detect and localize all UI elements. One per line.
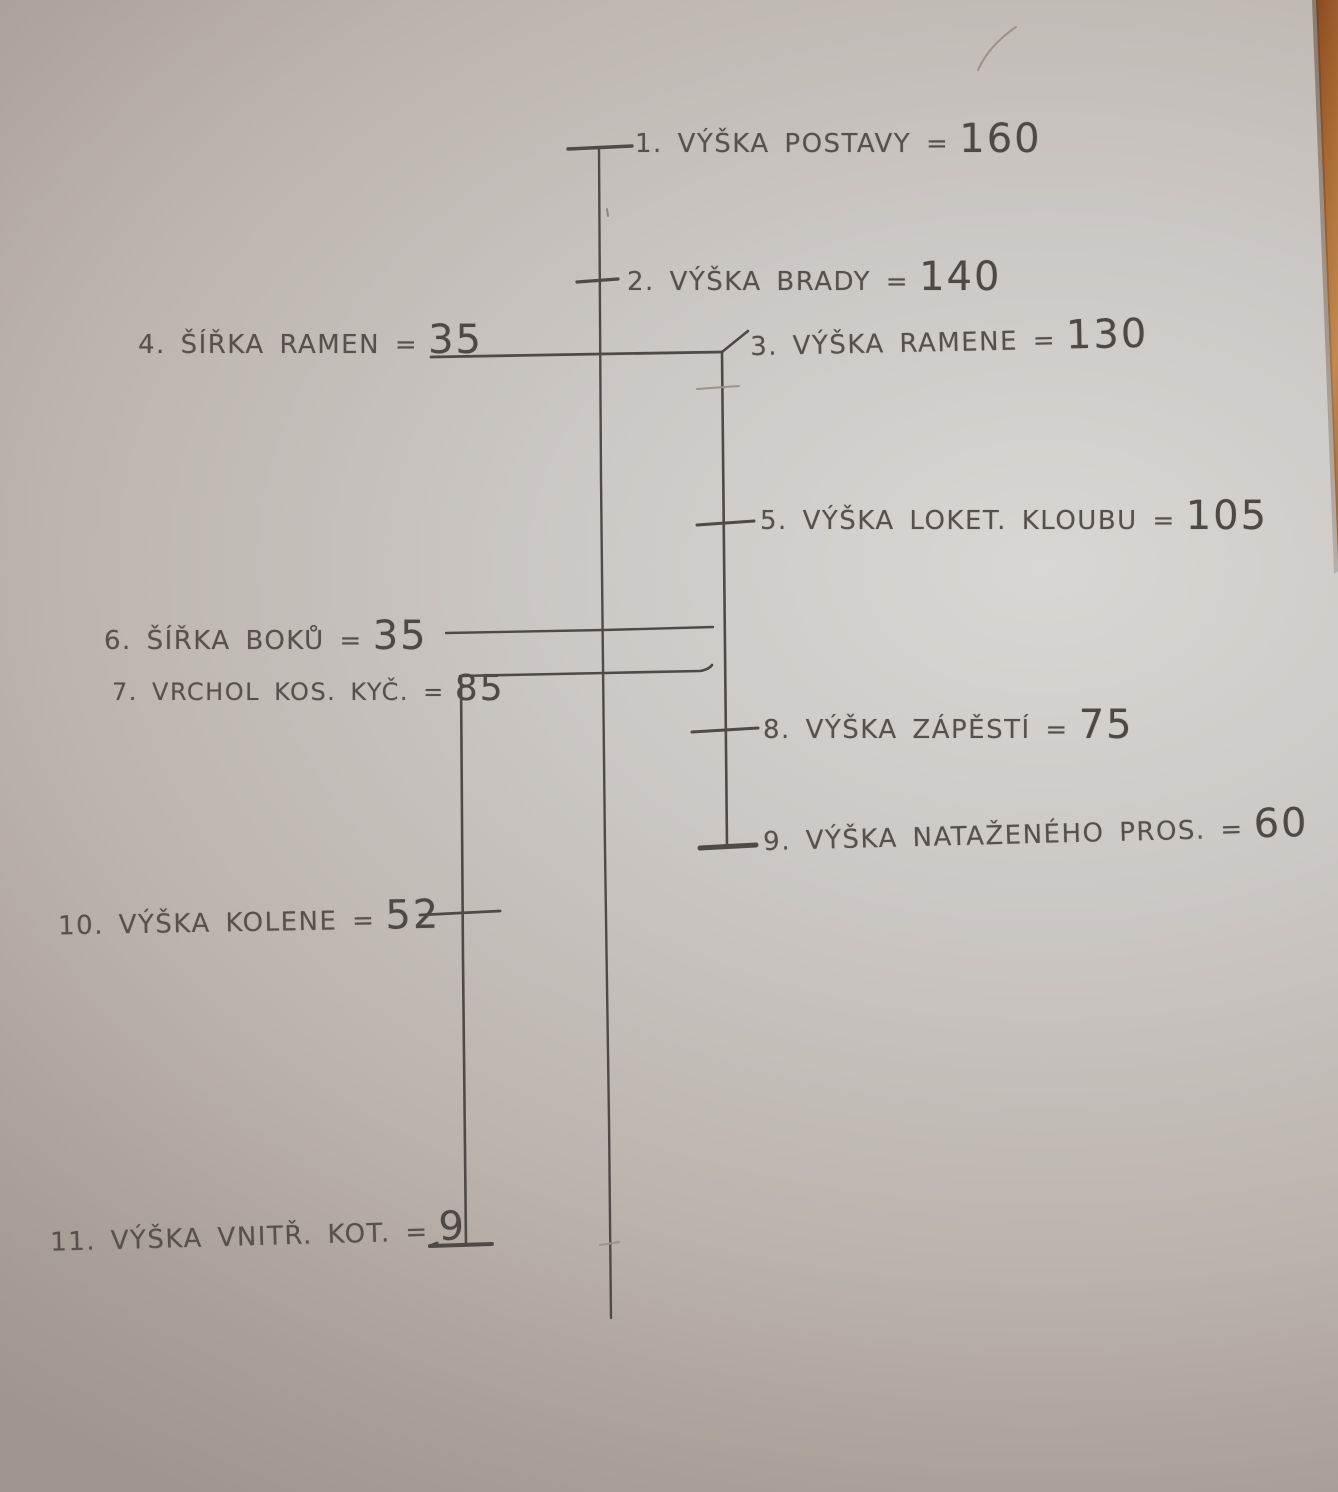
- axis-ankle-tick: [599, 1241, 620, 1246]
- measurement-7-text: 7. VRCHOL KOS. KYČ. =: [112, 678, 445, 706]
- measurement-1-value: 160: [959, 116, 1042, 162]
- measurement-6-value: 35: [372, 613, 428, 659]
- measurement-10-text: 10. VÝŠKA KOLENE =: [57, 905, 376, 942]
- leg-line: [459, 675, 468, 1247]
- measurement-1-text: 1. VÝŠKA POSTAVY =: [635, 129, 950, 159]
- elbow-height-tick: [695, 519, 756, 527]
- shoulder-label-leader: [720, 329, 750, 354]
- measurement-9-value: 60: [1253, 799, 1310, 848]
- measurement-2-value: 140: [919, 254, 1002, 300]
- measurement-11-value: 9: [437, 1203, 467, 1250]
- measurement-5-vyska-loket-kloubu: 5. VÝŠKA LOKET. KLOUBU = 105: [760, 493, 1268, 539]
- measurement-2-vyska-brady: 2. VÝŠKA BRADY = 140: [627, 254, 1001, 300]
- measurement-4-text: 4. ŠÍŘKA RAMEN =: [138, 330, 419, 360]
- extended-finger-bar: [697, 842, 759, 851]
- measurement-3-value: 130: [1065, 310, 1149, 359]
- knee-height-tick: [418, 909, 502, 917]
- measurement-3-text: 3. VÝŠKA RAMENE =: [749, 325, 1057, 363]
- shoulder-width-line: [429, 350, 724, 359]
- ankle-bar: [428, 1242, 494, 1248]
- measurement-7-vrchol-kos-kyc: 7. VRCHOL KOS. KYČ. = 85: [112, 668, 505, 709]
- ankle-bar-join: [428, 1241, 439, 1248]
- measurement-5-text: 5. VÝŠKA LOKET. KLOUBU =: [760, 506, 1176, 536]
- hip-width-line: [444, 625, 715, 635]
- measurement-11-text: 11. VÝŠKA VNITŘ. KOT. =: [49, 1217, 430, 1258]
- stray-mark: [606, 208, 609, 217]
- measurement-3-vyska-ramene: 3. VÝŠKA RAMENE =130: [750, 311, 1149, 365]
- measurement-2-text: 2. VÝŠKA BRADY =: [627, 267, 910, 297]
- measurement-8-vyska-zapesti: 8. VÝŠKA ZÁPĚSTÍ = 75: [763, 702, 1134, 748]
- top-of-head-tick: [566, 144, 634, 151]
- measurement-10-value: 52: [384, 891, 441, 939]
- measurement-8-text: 8. VÝŠKA ZÁPĚSTÍ =: [763, 715, 1069, 745]
- hip-bone-line: [458, 663, 714, 678]
- wrist-height-tick: [690, 726, 760, 734]
- pencil-smudge: [977, 26, 1017, 71]
- measurement-6-text: 6. ŠÍŘKA BOKŮ =: [104, 626, 363, 656]
- measurement-6-sirka-boku: 6. ŠÍŘKA BOKŮ = 35: [104, 613, 428, 659]
- measurement-10-vyska-kolene: 10. VÝŠKA KOLENE =52: [58, 892, 441, 945]
- measurement-5-value: 105: [1185, 493, 1269, 539]
- body-axis-line: [597, 146, 613, 1320]
- chin-height-tick: [575, 277, 620, 284]
- measurement-1-vyska-postavy: 1. VÝŠKA POSTAVY = 160: [635, 116, 1042, 162]
- measurement-8-value: 75: [1078, 702, 1134, 748]
- arm-line: [720, 350, 729, 848]
- measurement-4-value: 35: [428, 317, 484, 363]
- measurement-4-sirka-ramen: 4. ŠÍŘKA RAMEN = 35: [138, 317, 483, 363]
- faint-tick: [696, 385, 740, 390]
- measurement-7-value: 85: [454, 668, 505, 709]
